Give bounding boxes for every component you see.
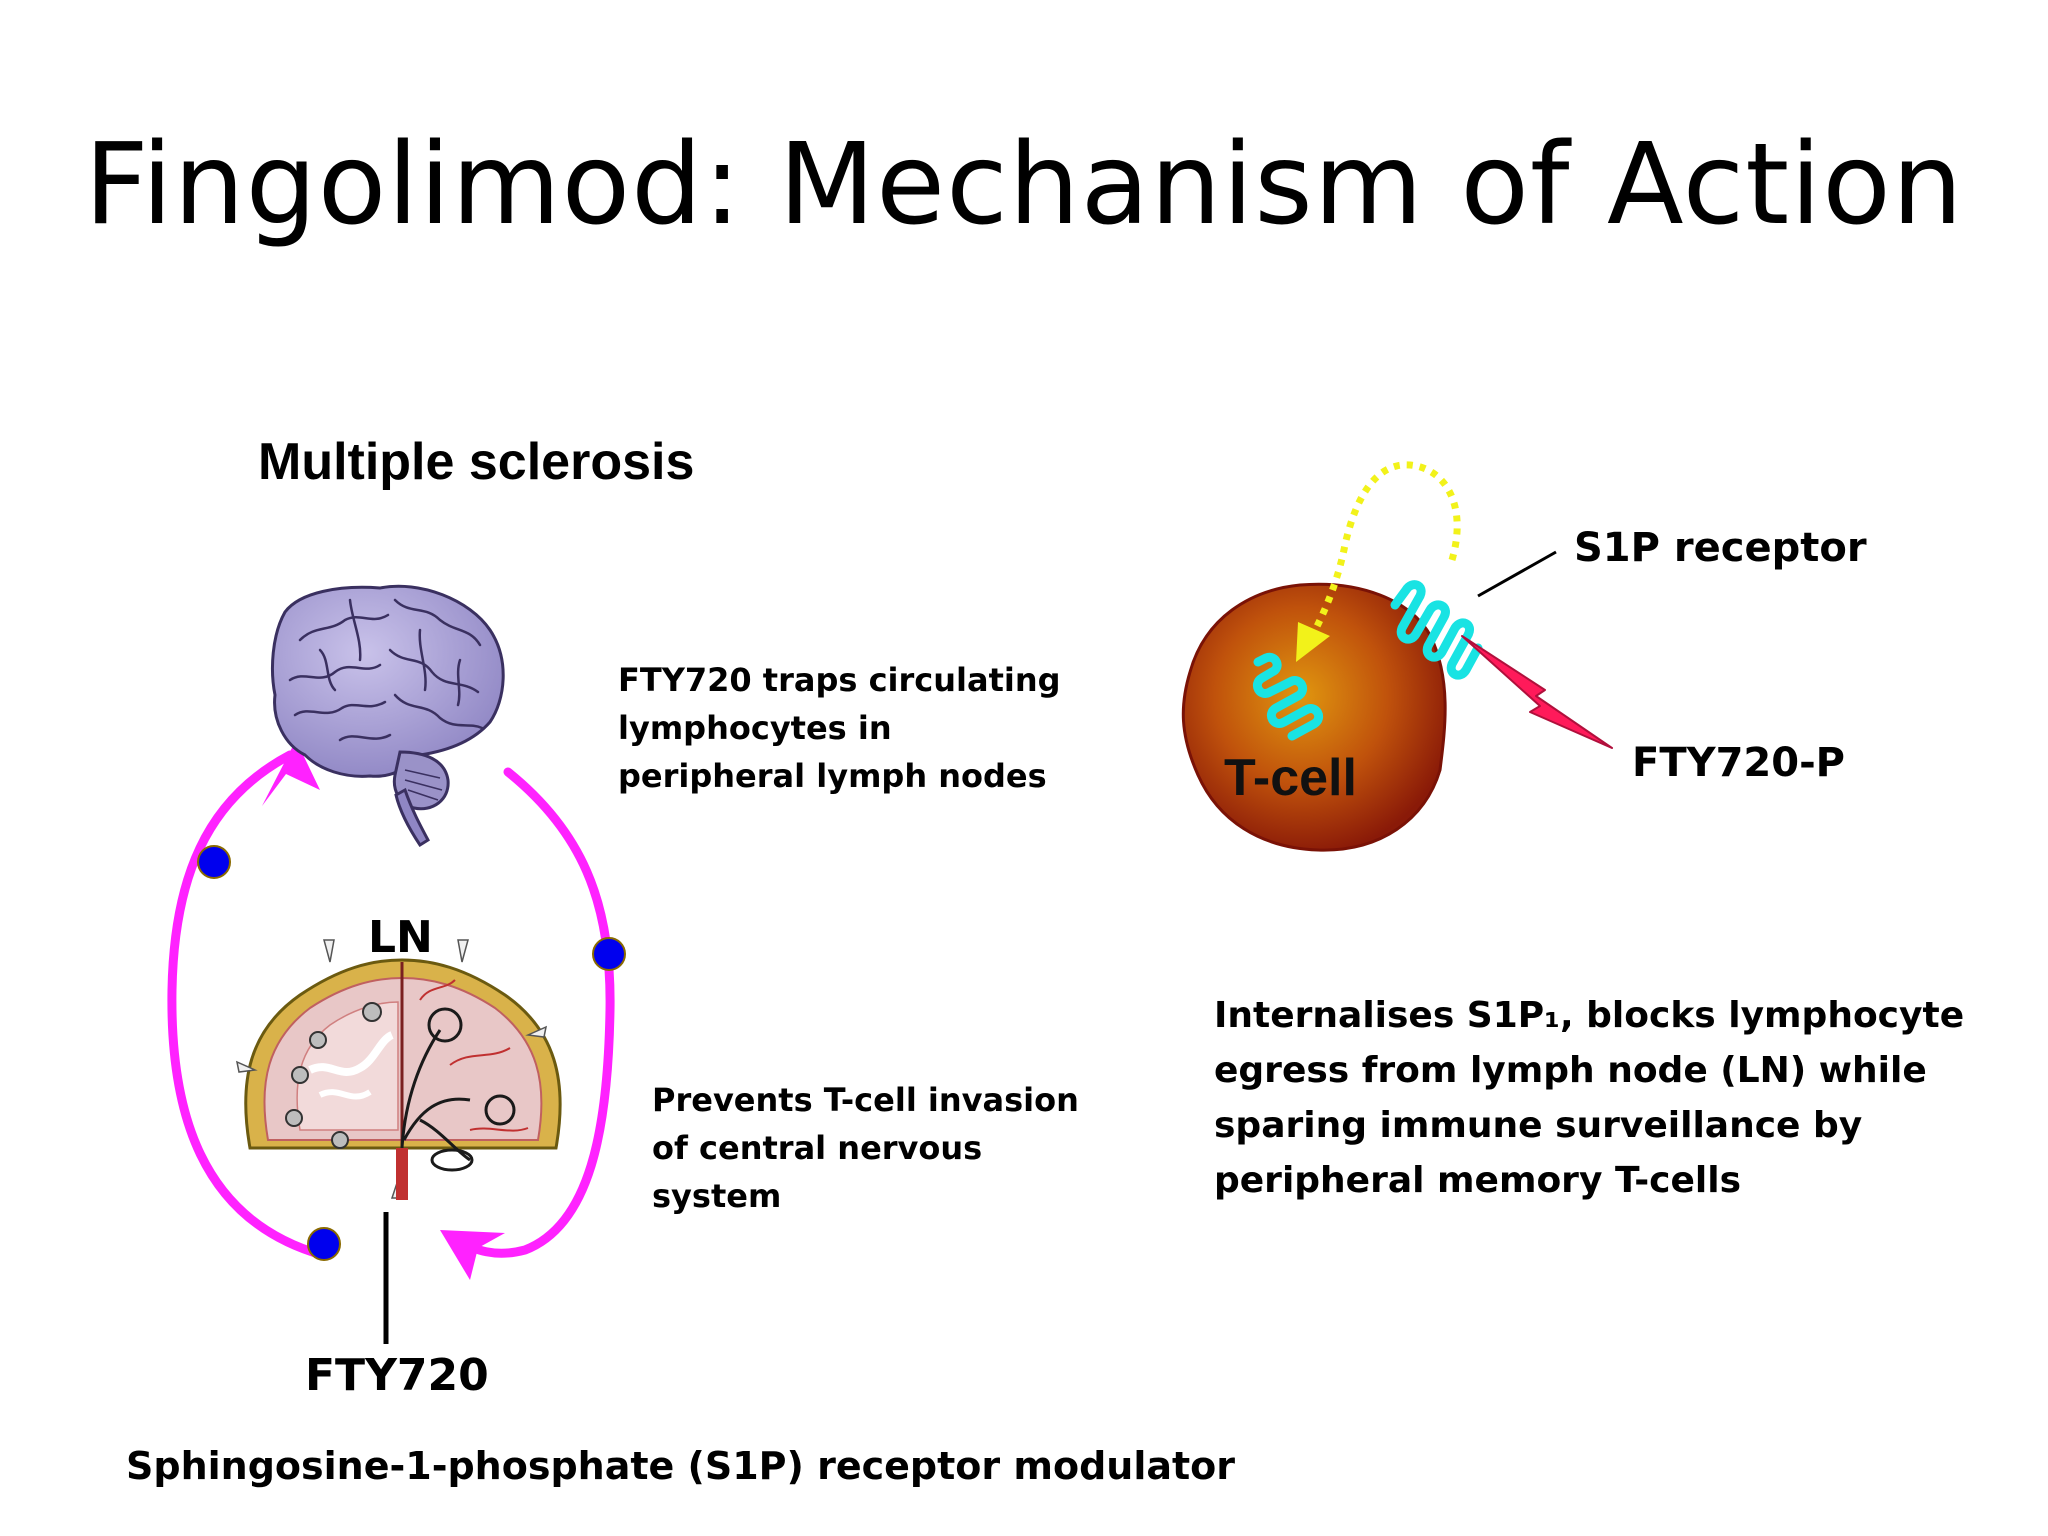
traps-note-line: FTY720 traps circulating — [618, 661, 1061, 699]
lymphocyte-dots — [197, 845, 626, 1261]
fty720p-label: FTY720-P — [1632, 740, 1845, 786]
internalises-note: Internalises S1P₁, blocks lymphocyte egr… — [1214, 988, 1964, 1208]
lymph-node-illustration — [235, 939, 562, 1200]
lymphocyte-dot — [197, 845, 231, 879]
traps-note-line: lymphocytes in — [618, 709, 892, 747]
ln-label: LN — [368, 912, 433, 963]
traps-note: FTY720 traps circulating lymphocytes in … — [618, 656, 1061, 800]
slide-title: Fingolimod: Mechanism of Action — [84, 120, 1964, 250]
slide-subtitle: Multiple sclerosis — [258, 433, 695, 491]
prevents-note: Prevents T-cell invasion of central nerv… — [652, 1076, 1079, 1220]
arrowhead-right — [440, 1230, 505, 1280]
internalises-note-line: Internalises S1P₁, blocks lymphocyte — [1214, 995, 1965, 1036]
lightning-bolt-icon — [1461, 635, 1613, 749]
circulation-arrow-left — [167, 750, 327, 1260]
brain-illustration — [270, 584, 505, 848]
internalised-receptor-icon — [1253, 652, 1323, 741]
internalises-note-line: egress from lymph node (LN) while — [1214, 1050, 1927, 1091]
internalises-note-line: peripheral memory T-cells — [1214, 1160, 1742, 1201]
s1p-receptor-icon — [1390, 580, 1483, 680]
s1p-receptor-label: S1P receptor — [1574, 525, 1867, 571]
footer-caption: Sphingosine-1-phosphate (S1P) receptor m… — [126, 1444, 1236, 1488]
s1p-pointer-line — [1477, 550, 1557, 598]
fty720-label: FTY720 — [305, 1350, 489, 1401]
circulation-arrow-right — [450, 767, 615, 1258]
prevents-note-line: system — [652, 1177, 782, 1215]
lymphocyte-dot — [592, 937, 626, 971]
prevents-note-line: of central nervous — [652, 1129, 983, 1167]
traps-note-line: peripheral lymph nodes — [618, 757, 1047, 795]
prevents-note-line: Prevents T-cell invasion — [652, 1081, 1079, 1119]
t-cell-label: T-cell — [1224, 749, 1357, 807]
internalises-note-line: sparing immune surveillance by — [1214, 1105, 1863, 1146]
arrowhead-left — [262, 740, 320, 806]
circulation-arrows — [167, 740, 615, 1280]
ligand-arrow — [1296, 461, 1461, 662]
lymphocyte-dot — [307, 1227, 341, 1261]
